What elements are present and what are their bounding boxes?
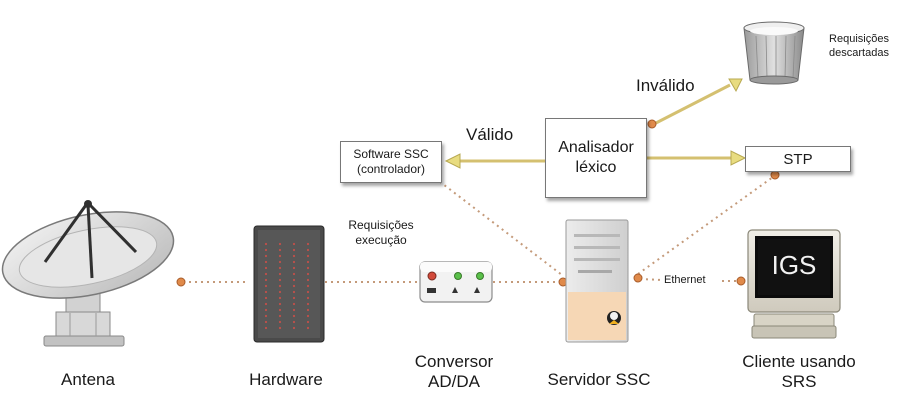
rack-led: [292, 284, 296, 288]
arrow-valido-head: [444, 153, 461, 169]
rack-led: [278, 290, 282, 294]
rack-led: [292, 248, 296, 252]
servidor-ssc-caption: Servidor SSC: [547, 370, 651, 389]
rack-led: [306, 266, 310, 270]
rack-led: [264, 308, 268, 312]
rack-led: [264, 278, 268, 282]
rack-led: [264, 242, 268, 246]
invalido-label: Inválido: [636, 76, 695, 95]
requisicoes-descartadas-label: Requisições descartadas: [829, 33, 889, 59]
igs-screen-text: IGS: [771, 250, 817, 280]
rack-led: [278, 326, 282, 330]
rack-led: [278, 248, 282, 252]
rack-led: [278, 242, 282, 246]
rack-led: [292, 290, 296, 294]
software-ssc-label: Software SSC (controlador): [353, 147, 429, 176]
rack-led: [278, 296, 282, 300]
link-software-servidor: [434, 177, 563, 276]
stp-box: STP: [745, 146, 851, 172]
antena-caption: Antena: [61, 370, 115, 389]
rack-led: [264, 260, 268, 264]
rack-led: [264, 266, 268, 270]
rack-led: [306, 272, 310, 276]
ethernet-label: Ethernet: [662, 274, 708, 286]
rack-led: [306, 248, 310, 252]
rack-led: [278, 308, 282, 312]
rack-led: [292, 242, 296, 246]
arrow-stp-head: [730, 150, 747, 166]
analisador-lexico-box: Analisador léxico: [545, 118, 647, 198]
rack-led: [306, 314, 310, 318]
rack-led: [306, 284, 310, 288]
valido-label: Válido: [466, 125, 514, 144]
requisicoes-execucao-label: Requisições execução: [348, 218, 414, 247]
arrow-invalido-line: [653, 83, 731, 126]
rack-led: [264, 314, 268, 318]
rack-led: [278, 260, 282, 264]
client-monitor-icon: [747, 229, 841, 339]
rack-led: [264, 284, 268, 288]
rack-led: [292, 254, 296, 258]
rack-led: [264, 326, 268, 330]
rack-led: [292, 320, 296, 324]
rack-led: [306, 308, 310, 312]
rack-led: [306, 290, 310, 294]
dotted-links: [183, 176, 774, 283]
rack-led: [278, 254, 282, 258]
hardware-rack-icon: [253, 225, 325, 343]
rack-led: [264, 272, 268, 276]
rack-led: [278, 320, 282, 324]
hardware-caption: Hardware: [249, 370, 323, 389]
rack-led: [292, 278, 296, 282]
server-tower-icon: [565, 219, 629, 343]
link-servidor-stp: [637, 176, 774, 275]
rack-led: [292, 302, 296, 306]
link-servidor-ethernet: [639, 278, 663, 281]
rack-led: [306, 260, 310, 264]
rack-led: [278, 272, 282, 276]
rack-led: [306, 320, 310, 324]
rack-led: [278, 266, 282, 270]
trash-bin-icon: [743, 21, 805, 85]
arrow-invalido-head: [728, 78, 743, 93]
rack-led: [306, 278, 310, 282]
rack-led: [306, 242, 310, 246]
rack-led: [292, 296, 296, 300]
rack-led: [264, 248, 268, 252]
software-ssc-box: Software SSC (controlador): [340, 141, 442, 183]
rack-led: [278, 284, 282, 288]
analisador-lexico-label: Analisador léxico: [558, 139, 634, 176]
antenna-icon: [1, 200, 175, 347]
rack-led: [292, 260, 296, 264]
rack-led: [264, 296, 268, 300]
rack-led: [292, 326, 296, 330]
rack-led: [292, 314, 296, 318]
rack-led: [278, 314, 282, 318]
flow-arrows: [444, 78, 747, 169]
rack-led: [306, 302, 310, 306]
rack-led: [306, 296, 310, 300]
rack-led: [292, 266, 296, 270]
rack-led: [278, 278, 282, 282]
rack-led: [264, 302, 268, 306]
rack-led: [264, 290, 268, 294]
rack-led: [278, 302, 282, 306]
stp-label: STP: [783, 150, 813, 168]
rack-led: [306, 254, 310, 258]
rack-led: [264, 254, 268, 258]
conversor-caption: Conversor AD/DA: [414, 352, 494, 391]
rack-led: [292, 308, 296, 312]
rack-led: [292, 272, 296, 276]
converter-icon: [419, 261, 493, 303]
rack-led: [306, 326, 310, 330]
rack-led: [264, 320, 268, 324]
cliente-srs-caption: Cliente usando SRS: [742, 352, 856, 391]
